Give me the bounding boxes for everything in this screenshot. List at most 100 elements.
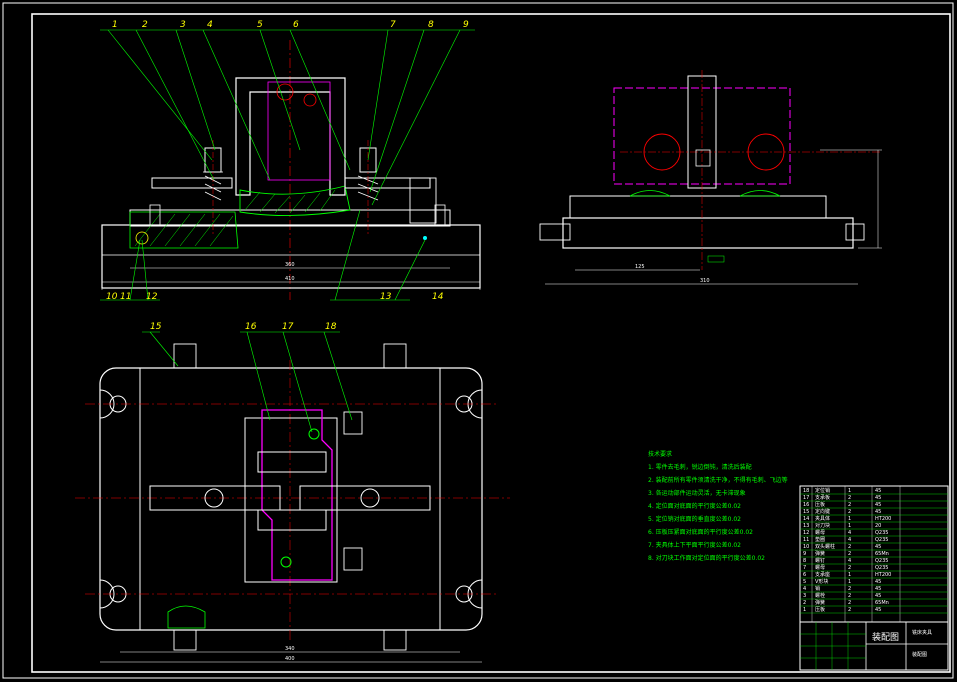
bom-cell: 45 — [875, 579, 881, 585]
bom-cell: 2 — [848, 502, 851, 508]
bom-cell: 16 — [803, 502, 809, 508]
bom-cell: 10 — [803, 544, 809, 550]
bom-cell: 45 — [875, 586, 881, 592]
bom-cell: 4 — [848, 537, 851, 543]
bom-cell: 定向键 — [815, 508, 830, 515]
bom-cell: 1 — [848, 572, 851, 578]
bom-cell: 45 — [875, 502, 881, 508]
part-label-8: 8 — [428, 20, 434, 30]
part-label-7: 7 — [390, 20, 396, 30]
bom-cell: 2 — [848, 607, 851, 613]
technical-note-line: 8. 对刀块工作面对定位面的平行度公差0.02 — [648, 554, 765, 562]
bom-cell: 6 — [803, 572, 806, 578]
bom-cell: 1 — [848, 516, 851, 522]
bom-cell: 11 — [803, 537, 809, 543]
part-label-3: 3 — [180, 20, 186, 30]
technical-note-line: 2. 装配前所有零件须清洗干净，不得有毛刺、飞边等 — [648, 476, 788, 484]
bom-cell: 4 — [848, 530, 851, 536]
bom-cell: 2 — [848, 586, 851, 592]
bom-cell: 螺母 — [815, 564, 825, 571]
bom-cell: 45 — [875, 593, 881, 599]
bom-cell: 1 — [803, 607, 806, 613]
svg-text:310: 310 — [700, 278, 710, 284]
bom-cell: 4 — [803, 586, 806, 592]
top-view-part-labels: 15 16 17 18 — [150, 322, 337, 332]
svg-text:360: 360 — [285, 262, 295, 268]
bom-cell: 9 — [803, 551, 806, 557]
bom-cell: 45 — [875, 544, 881, 550]
bom-cell: 45 — [875, 488, 881, 494]
top-view: 340 400 15 16 17 18 — [75, 322, 510, 663]
bom-cell: 2 — [848, 544, 851, 550]
technical-note-line: 7. 夹具体上下平面平行度公差0.02 — [648, 541, 741, 549]
part-label-17: 17 — [282, 322, 294, 332]
part-label-10: 10 — [106, 292, 118, 302]
technical-note-line: 4. 定位面对底面的平行度公差0.02 — [648, 502, 741, 510]
part-label-4: 4 — [207, 20, 213, 30]
technical-note-line: 5. 定位销对底面的垂直度公差0.02 — [648, 515, 741, 523]
front-view-part-labels: 1 2 3 4 5 6 7 8 9 10 11 12 13 14 — [106, 20, 469, 302]
bom-cell: 2 — [848, 565, 851, 571]
bom-cell: 压板 — [815, 501, 825, 508]
bom-cell: 2 — [848, 600, 851, 606]
bom-cell: 14 — [803, 516, 809, 522]
bom-cell: 2 — [848, 551, 851, 557]
part-label-1: 1 — [112, 20, 118, 30]
bom-cell: 20 — [875, 523, 881, 529]
technical-note-line: 3. 各运动部件运动灵活，无卡滞现象 — [648, 489, 746, 497]
bom-cell: 支承板 — [815, 494, 830, 501]
bom-cell: 4 — [848, 558, 851, 564]
part-label-16: 16 — [245, 322, 257, 332]
bom-cell: 弹簧 — [815, 599, 825, 606]
part-label-14: 14 — [432, 292, 444, 302]
bom-cell: 2 — [848, 509, 851, 515]
part-label-15: 15 — [150, 322, 162, 332]
part-label-18: 18 — [325, 322, 337, 332]
bom-cell: 45 — [875, 495, 881, 501]
technical-notes: 技术要求 1. 零件去毛刺，锐边倒钝，清洗后装配 2. 装配前所有零件须清洗干净… — [648, 450, 788, 562]
svg-text:410: 410 — [285, 276, 295, 282]
bom-cell: Q235 — [875, 530, 888, 536]
technical-notes-heading: 技术要求 — [648, 450, 672, 458]
drawing-unit: 装配图 — [912, 651, 927, 658]
bom-cell: 螺母 — [815, 529, 825, 536]
bom-cell: 3 — [803, 593, 806, 599]
part-label-13: 13 — [380, 292, 392, 302]
bom-cell: 压板 — [815, 606, 825, 613]
svg-text:400: 400 — [285, 656, 295, 662]
bom-cell: 垫圈 — [815, 536, 825, 543]
svg-text:340: 340 — [285, 646, 295, 652]
part-label-2: 2 — [142, 20, 148, 30]
bom-cell: 夹具体 — [815, 515, 830, 522]
bom-cell: 1 — [848, 488, 851, 494]
bom-cell: 5 — [803, 579, 806, 585]
drawing-name: 装配图 — [872, 631, 899, 643]
bom-cell: 12 — [803, 530, 809, 536]
bom-cell: V形块 — [815, 578, 828, 585]
bom-cell: HT200 — [875, 572, 891, 578]
bom-cell: 45 — [875, 607, 881, 613]
side-view: 125 310 — [539, 70, 882, 285]
svg-text:125: 125 — [635, 264, 645, 270]
part-label-11: 11 — [120, 292, 131, 302]
bom-cell: 弹簧 — [815, 550, 825, 557]
front-view: 360 410 1 2 3 4 5 6 7 — [100, 20, 481, 302]
bom-cell: 7 — [803, 565, 806, 571]
bom-cell: 17 — [803, 495, 809, 501]
bom-cell: 1 — [848, 523, 851, 529]
bom-cell: 对刀块 — [815, 522, 830, 529]
bom-cell: 定位销 — [815, 487, 830, 494]
technical-note-line: 1. 零件去毛刺，锐边倒钝，清洗后装配 — [648, 463, 752, 471]
bom-cell: 13 — [803, 523, 809, 529]
bom-cell: 双头螺柱 — [815, 543, 835, 550]
bom-cell: 螺栓 — [815, 592, 825, 599]
bom-cell: 2 — [848, 593, 851, 599]
bom-cell: 8 — [803, 558, 806, 564]
drawing-subtitle: 铣床夹具 — [912, 629, 932, 636]
part-label-6: 6 — [293, 20, 299, 30]
bom-cell: 2 — [803, 600, 806, 606]
part-label-12: 12 — [146, 292, 158, 302]
